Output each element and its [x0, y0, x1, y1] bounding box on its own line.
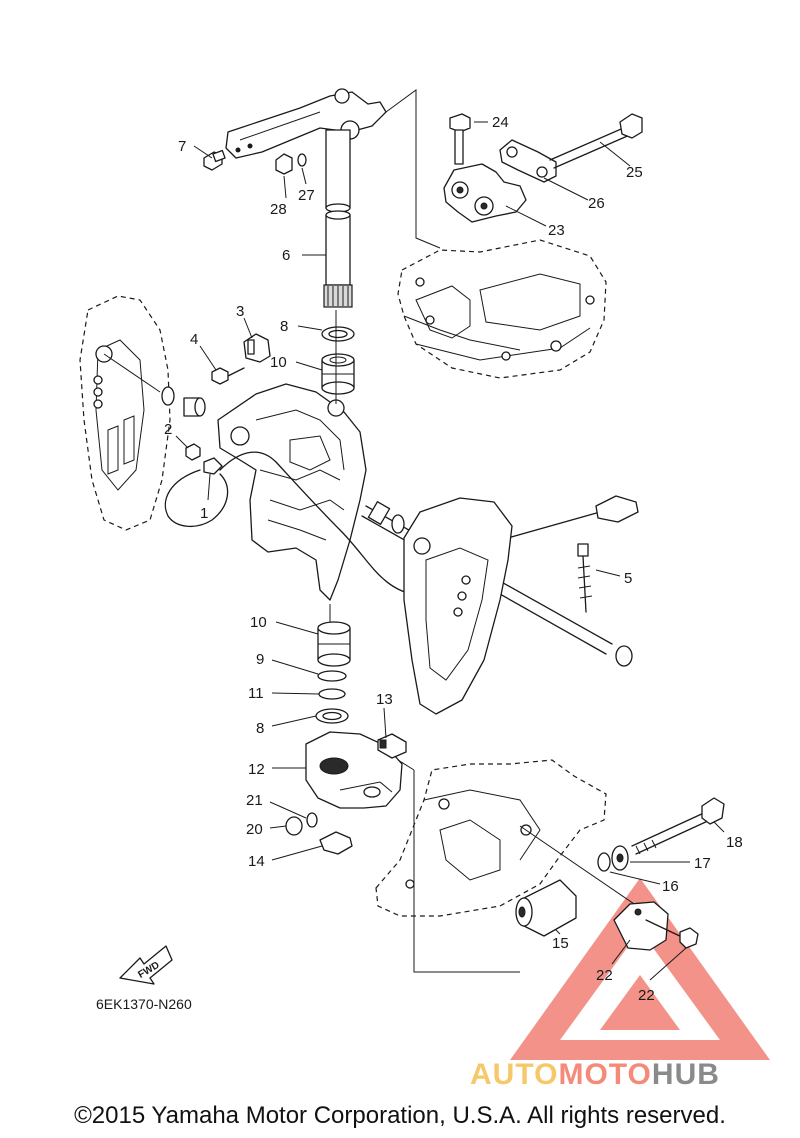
plate-26	[499, 139, 557, 183]
stern-bracket-right	[403, 497, 513, 715]
watermark-part-2: MOTO	[558, 1058, 652, 1091]
bushing-10-upper	[321, 353, 355, 395]
steering-shaft	[323, 129, 353, 308]
callout-9: 9	[256, 651, 264, 668]
callout-8-lower: 8	[256, 720, 264, 737]
bracket-23	[443, 163, 527, 223]
bolt-18	[631, 797, 725, 855]
watermark-part-3: HUB	[651, 1058, 720, 1091]
callouts: 7 28 27 6 24 25 26 23 8 10 3 4 2 1 5 10	[164, 114, 743, 1004]
o-ring-9	[317, 670, 347, 682]
block-14	[377, 733, 407, 759]
fwd-arrow: FWD	[119, 945, 173, 985]
clamp-3	[243, 333, 271, 363]
callout-28: 28	[270, 201, 287, 218]
callout-5: 5	[624, 570, 632, 587]
callout-25: 25	[626, 164, 643, 181]
cap-21	[613, 901, 669, 951]
copyright-notice: ©2015 Yamaha Motor Corporation, U.S.A. A…	[74, 1102, 726, 1129]
bushing-left	[183, 397, 206, 417]
bolt-7	[203, 149, 226, 171]
washer-16	[597, 852, 611, 872]
callout-22: 22	[638, 987, 655, 1004]
bolt-24	[449, 113, 471, 165]
bolt-22	[645, 919, 699, 949]
washer-17	[611, 845, 629, 871]
callout-2: 2	[164, 421, 172, 438]
callout-18: 18	[726, 834, 743, 851]
stern-bracket-left	[79, 295, 171, 531]
callout-15: 15	[552, 935, 569, 952]
callout-12: 12	[248, 761, 265, 778]
callout-23: 23	[548, 222, 565, 239]
callout-3: 3	[236, 303, 244, 320]
bolt-4	[211, 367, 245, 385]
cable-tie-5	[577, 543, 593, 613]
steering-arm	[225, 88, 387, 159]
callout-26: 26	[588, 195, 605, 212]
callout-27: 27	[298, 187, 315, 204]
callout-6: 6	[282, 247, 290, 264]
callout-13: 14	[248, 853, 265, 870]
callout-10-lower: 10	[250, 614, 267, 631]
ring-11	[318, 688, 346, 700]
callout-8-upper: 8	[280, 318, 288, 335]
callout-4: 4	[190, 331, 198, 348]
callout-7: 7	[178, 138, 186, 155]
cap-19	[285, 816, 303, 836]
diagram-reference-code: 6EK1370-N260	[96, 996, 192, 1012]
washer-20	[306, 812, 318, 828]
callout-24: 24	[492, 114, 509, 131]
callout-1: 1	[200, 505, 208, 522]
callout-19: 20	[246, 821, 263, 838]
callout-21: 22	[596, 967, 613, 984]
upper-casing	[375, 759, 607, 917]
bushing-10-lower	[317, 621, 351, 667]
washer-27	[297, 153, 307, 167]
bottom-cowling	[397, 239, 607, 379]
nut-28	[275, 153, 293, 175]
callout-11: 11	[248, 685, 264, 702]
callout-16: 16	[662, 878, 679, 895]
bolt-25	[549, 113, 643, 169]
callout-14: 13	[376, 691, 393, 708]
rubber-mount-15	[515, 879, 577, 937]
watermark-triangle	[510, 878, 770, 1060]
callout-20: 21	[246, 792, 263, 809]
callout-17: 17	[694, 855, 711, 872]
watermark-part-1: AUTO	[470, 1058, 559, 1091]
callout-10-upper: 10	[270, 354, 287, 371]
washer-left	[161, 386, 175, 406]
clip-13	[319, 831, 353, 855]
lower-bracket-12	[305, 731, 403, 809]
lead-wire-1	[164, 451, 421, 597]
swivel-bracket	[217, 383, 367, 601]
screw-2	[185, 443, 201, 461]
watermark-logo: AUTOMOTOHUB	[470, 1058, 720, 1092]
